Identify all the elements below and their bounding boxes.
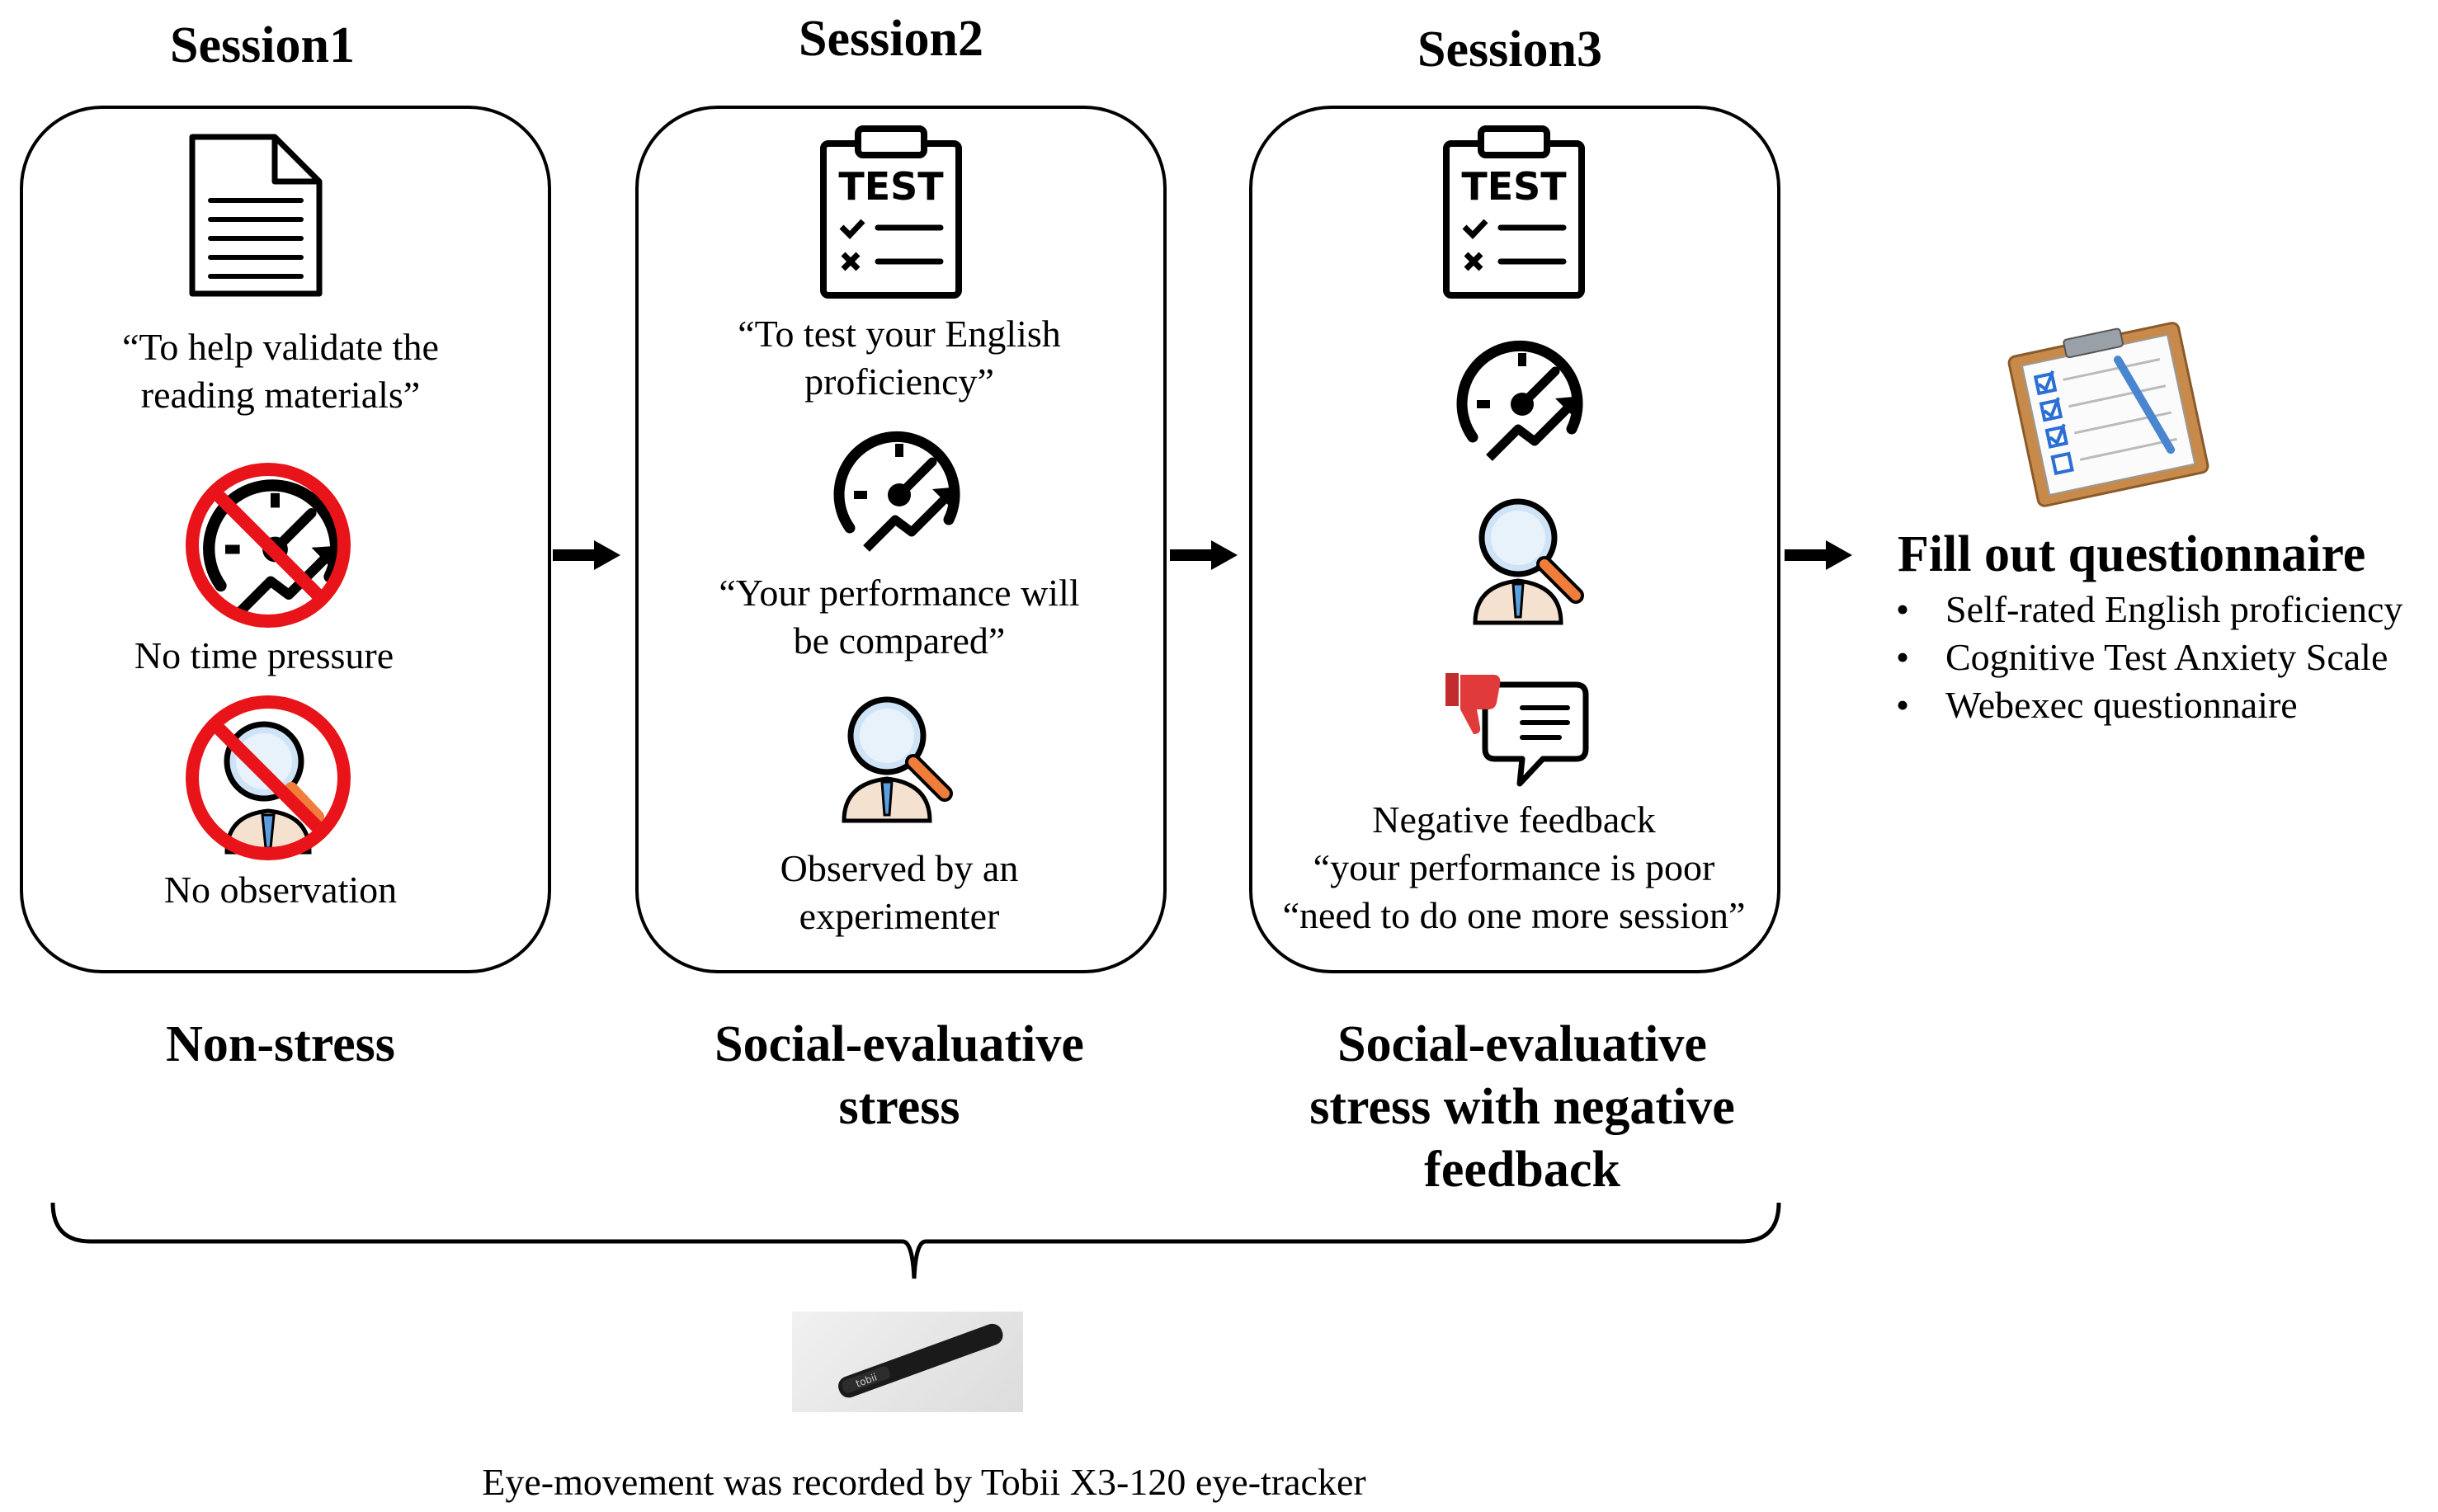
speedometer-icon bbox=[833, 431, 960, 552]
condition-session3: Social-evaluative stress with negative f… bbox=[1254, 1013, 1790, 1201]
session2-title: Session2 bbox=[799, 11, 983, 67]
session2-observed-line1: Observed by an bbox=[780, 847, 1019, 889]
no-observation-label: No observation bbox=[163, 869, 398, 911]
document-icon bbox=[189, 134, 323, 297]
questionnaire-list: Self-rated English proficiency Cognitive… bbox=[1896, 586, 2432, 729]
eye-tracker-device-icon: tobii bbox=[838, 1323, 1003, 1398]
thumbs-down-feedback-icon bbox=[1445, 673, 1589, 787]
speedometer-icon-2 bbox=[1456, 340, 1583, 461]
condition-session2-line1: Social-evaluative bbox=[714, 1016, 1084, 1072]
arrow-3-to-questionnaire bbox=[1785, 540, 1852, 570]
test-clipboard-icon: TEST bbox=[820, 125, 962, 299]
arrow-1-to-2 bbox=[553, 540, 620, 570]
questionnaire-item: Webexec questionnaire bbox=[1896, 681, 2432, 729]
feedback-line2: “your performance is poor bbox=[1313, 846, 1715, 888]
no-time-pressure-icon bbox=[186, 463, 351, 628]
session1-purpose-line1: “To help validate the bbox=[122, 326, 439, 368]
no-time-pressure-label: No time pressure bbox=[134, 634, 394, 676]
questionnaire-item: Self-rated English proficiency bbox=[1896, 586, 2432, 634]
no-observation-icon bbox=[186, 695, 351, 860]
eye-tracker-photo: tobii bbox=[792, 1312, 1023, 1412]
session1-purpose-line2: reading materials” bbox=[140, 374, 421, 416]
condition-session1-line1: Non-stress bbox=[166, 1016, 395, 1072]
questionnaire-clipboard-icon bbox=[2007, 322, 2209, 507]
condition-session3-line1: Social-evaluative bbox=[1337, 1016, 1707, 1072]
questionnaire-title: Fill out questionnaire bbox=[1898, 526, 2366, 582]
test-label-2: TEST bbox=[1461, 164, 1567, 209]
condition-session1: Non-stress bbox=[33, 1013, 528, 1076]
test-label: TEST bbox=[838, 164, 944, 209]
feedback-line3: “need to do one more session” bbox=[1282, 894, 1746, 936]
session2-purpose-line1: “To test your English bbox=[738, 313, 1061, 355]
recording-brace bbox=[50, 1202, 1781, 1279]
feedback-line1: Negative feedback bbox=[1372, 798, 1656, 841]
condition-session2-line2: stress bbox=[838, 1079, 960, 1135]
session2-purpose-line2: proficiency” bbox=[804, 360, 994, 403]
session2-observed-line2: experimenter bbox=[799, 895, 1000, 937]
questionnaire-item: Cognitive Test Anxiety Scale bbox=[1896, 634, 2432, 681]
session2-compare-line1: “Your performance will bbox=[719, 572, 1080, 614]
session1-title: Session1 bbox=[170, 17, 355, 73]
session2-compare-line2: be compared” bbox=[793, 619, 1006, 662]
condition-session3-line2: stress with negative bbox=[1309, 1079, 1735, 1135]
observer-icon bbox=[842, 696, 953, 823]
arrow-2-to-3 bbox=[1170, 540, 1238, 570]
test-clipboard-icon-2: TEST bbox=[1443, 125, 1585, 299]
condition-session2: Social-evaluative stress bbox=[652, 1013, 1147, 1138]
condition-session3-line3: feedback bbox=[1424, 1142, 1620, 1198]
footer-caption: Eye-movement was recorded by Tobii X3-12… bbox=[482, 1461, 1366, 1503]
observer-icon-2 bbox=[1473, 498, 1584, 625]
session3-title: Session3 bbox=[1417, 21, 1602, 78]
